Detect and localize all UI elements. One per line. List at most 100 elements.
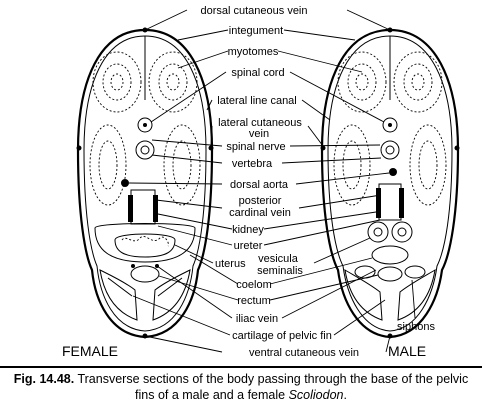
female-pelvic-fin-left — [99, 269, 138, 321]
label-myotomes: myotomes — [228, 46, 279, 58]
leader-line — [263, 211, 377, 230]
female-spinal-cord-canal — [143, 123, 147, 127]
leader-line — [157, 225, 233, 246]
leader-line — [151, 139, 223, 147]
female-cardinal-vein — [130, 189, 156, 225]
leader-line — [144, 335, 223, 353]
myotome — [411, 73, 425, 91]
label-iliac-vein: iliac vein — [236, 313, 278, 325]
male-rectum — [377, 266, 403, 282]
label-lateral-cutaneous-vein-line1: lateral cutaneous — [218, 117, 302, 129]
leader-line — [385, 335, 391, 353]
leader-line — [333, 299, 386, 336]
leader-line — [281, 269, 377, 319]
female-iliac-vein — [131, 264, 135, 268]
male-spinal-cord-canal — [388, 123, 392, 127]
female-vertebra — [135, 140, 155, 160]
female-uterus-folds — [121, 236, 169, 247]
leader-line — [269, 274, 379, 301]
leader-line — [156, 265, 233, 319]
female-section — [76, 27, 214, 339]
myotome — [172, 140, 192, 190]
male-section — [320, 27, 460, 339]
label-spinal-cord: spinal cord — [231, 67, 284, 79]
myotome — [347, 63, 377, 101]
female-uterus — [114, 233, 176, 258]
leader-line — [151, 154, 223, 164]
male-myotomes — [333, 51, 447, 206]
leader-line — [313, 237, 371, 264]
male-lateral-cutaneous-vein — [454, 145, 460, 151]
male-vesicula-seminalis-lumen — [373, 227, 383, 237]
leader-line — [206, 99, 213, 111]
label-male: MALE — [388, 343, 426, 359]
leader-line — [177, 50, 229, 69]
male-lateral-cutaneous-vein — [320, 145, 326, 151]
male-vesicula-seminalis — [391, 221, 413, 243]
label-lateral-cutaneous-vein-line2: vein — [249, 128, 269, 140]
caption-figure-number: Fig. 14.48. — [13, 372, 75, 386]
label-vertebra: vertebra — [232, 158, 273, 170]
male-integument — [327, 35, 453, 332]
leader-line — [298, 194, 382, 209]
caption-text: Transverse sections of the body passing … — [77, 372, 469, 402]
label-ventral-cutaneous-vein: ventral cutaneous vein — [249, 347, 359, 359]
leader-line — [174, 244, 214, 264]
label-dorsal-cutaneous-vein: dorsal cutaneous vein — [200, 5, 307, 17]
male-vesicula-seminalis — [367, 221, 389, 243]
leader-line — [277, 50, 363, 73]
male-notochord — [385, 145, 395, 155]
myotome — [98, 140, 118, 190]
female-lateral-cutaneous-vein — [208, 145, 214, 151]
caption-species: Scoliodon — [288, 388, 344, 402]
myotome — [403, 63, 433, 101]
label-ureter: ureter — [234, 240, 263, 252]
leader-line — [150, 71, 227, 123]
myotome — [158, 63, 188, 101]
leader-line — [283, 29, 356, 41]
label-spinal-nerve: spinal nerve — [226, 141, 285, 153]
male-vesicula-seminalis-lumen — [397, 227, 407, 237]
leader-line — [269, 257, 373, 285]
myotome — [342, 140, 362, 190]
label-rectum: rectum — [237, 295, 271, 307]
male-vertebra — [380, 140, 400, 160]
male-coelom — [371, 245, 409, 265]
female-pelvic-cartilage — [107, 277, 133, 297]
label-posterior-cardinal-vein-line1: posterior — [239, 195, 282, 207]
label-kidney: kidney — [232, 224, 264, 236]
label-siphons: siphons — [397, 321, 435, 333]
female-integument — [83, 35, 207, 332]
label-vesicula-seminalis-line2: seminalis — [257, 265, 303, 277]
leader-line — [155, 199, 223, 209]
label-lateral-line-canal: lateral line canal — [217, 95, 297, 107]
myotome — [92, 51, 142, 113]
female-myotomes — [89, 51, 201, 206]
leader-line — [411, 279, 416, 319]
myotome — [409, 124, 447, 206]
label-vesicula-seminalis-line1: vesicula — [258, 253, 299, 265]
male-pelvic-fin-left — [344, 269, 383, 321]
myotome — [148, 51, 198, 113]
label-coelom: coelom — [236, 279, 271, 291]
myotome — [110, 73, 124, 91]
female-dorsal-aorta — [121, 179, 129, 187]
label-posterior-cardinal-vein-line2: cardinal vein — [229, 207, 291, 219]
male-pelvic-fin-right — [397, 269, 436, 321]
leader-line — [158, 275, 239, 301]
male-siphon-right — [404, 265, 426, 279]
leader-line — [144, 9, 188, 31]
leader-line — [128, 182, 223, 185]
myotome — [337, 51, 387, 113]
label-female: FEMALE — [62, 343, 118, 359]
leader-line — [346, 9, 391, 31]
leader-line — [307, 125, 324, 147]
male-spinal-cord — [382, 117, 398, 133]
myotome — [163, 124, 201, 206]
label-dorsal-aorta: dorsal aorta — [230, 179, 289, 191]
female-lateral-cutaneous-vein — [76, 145, 82, 151]
female-notochord — [140, 145, 150, 155]
myotome — [333, 124, 371, 206]
leader-line — [189, 254, 239, 285]
